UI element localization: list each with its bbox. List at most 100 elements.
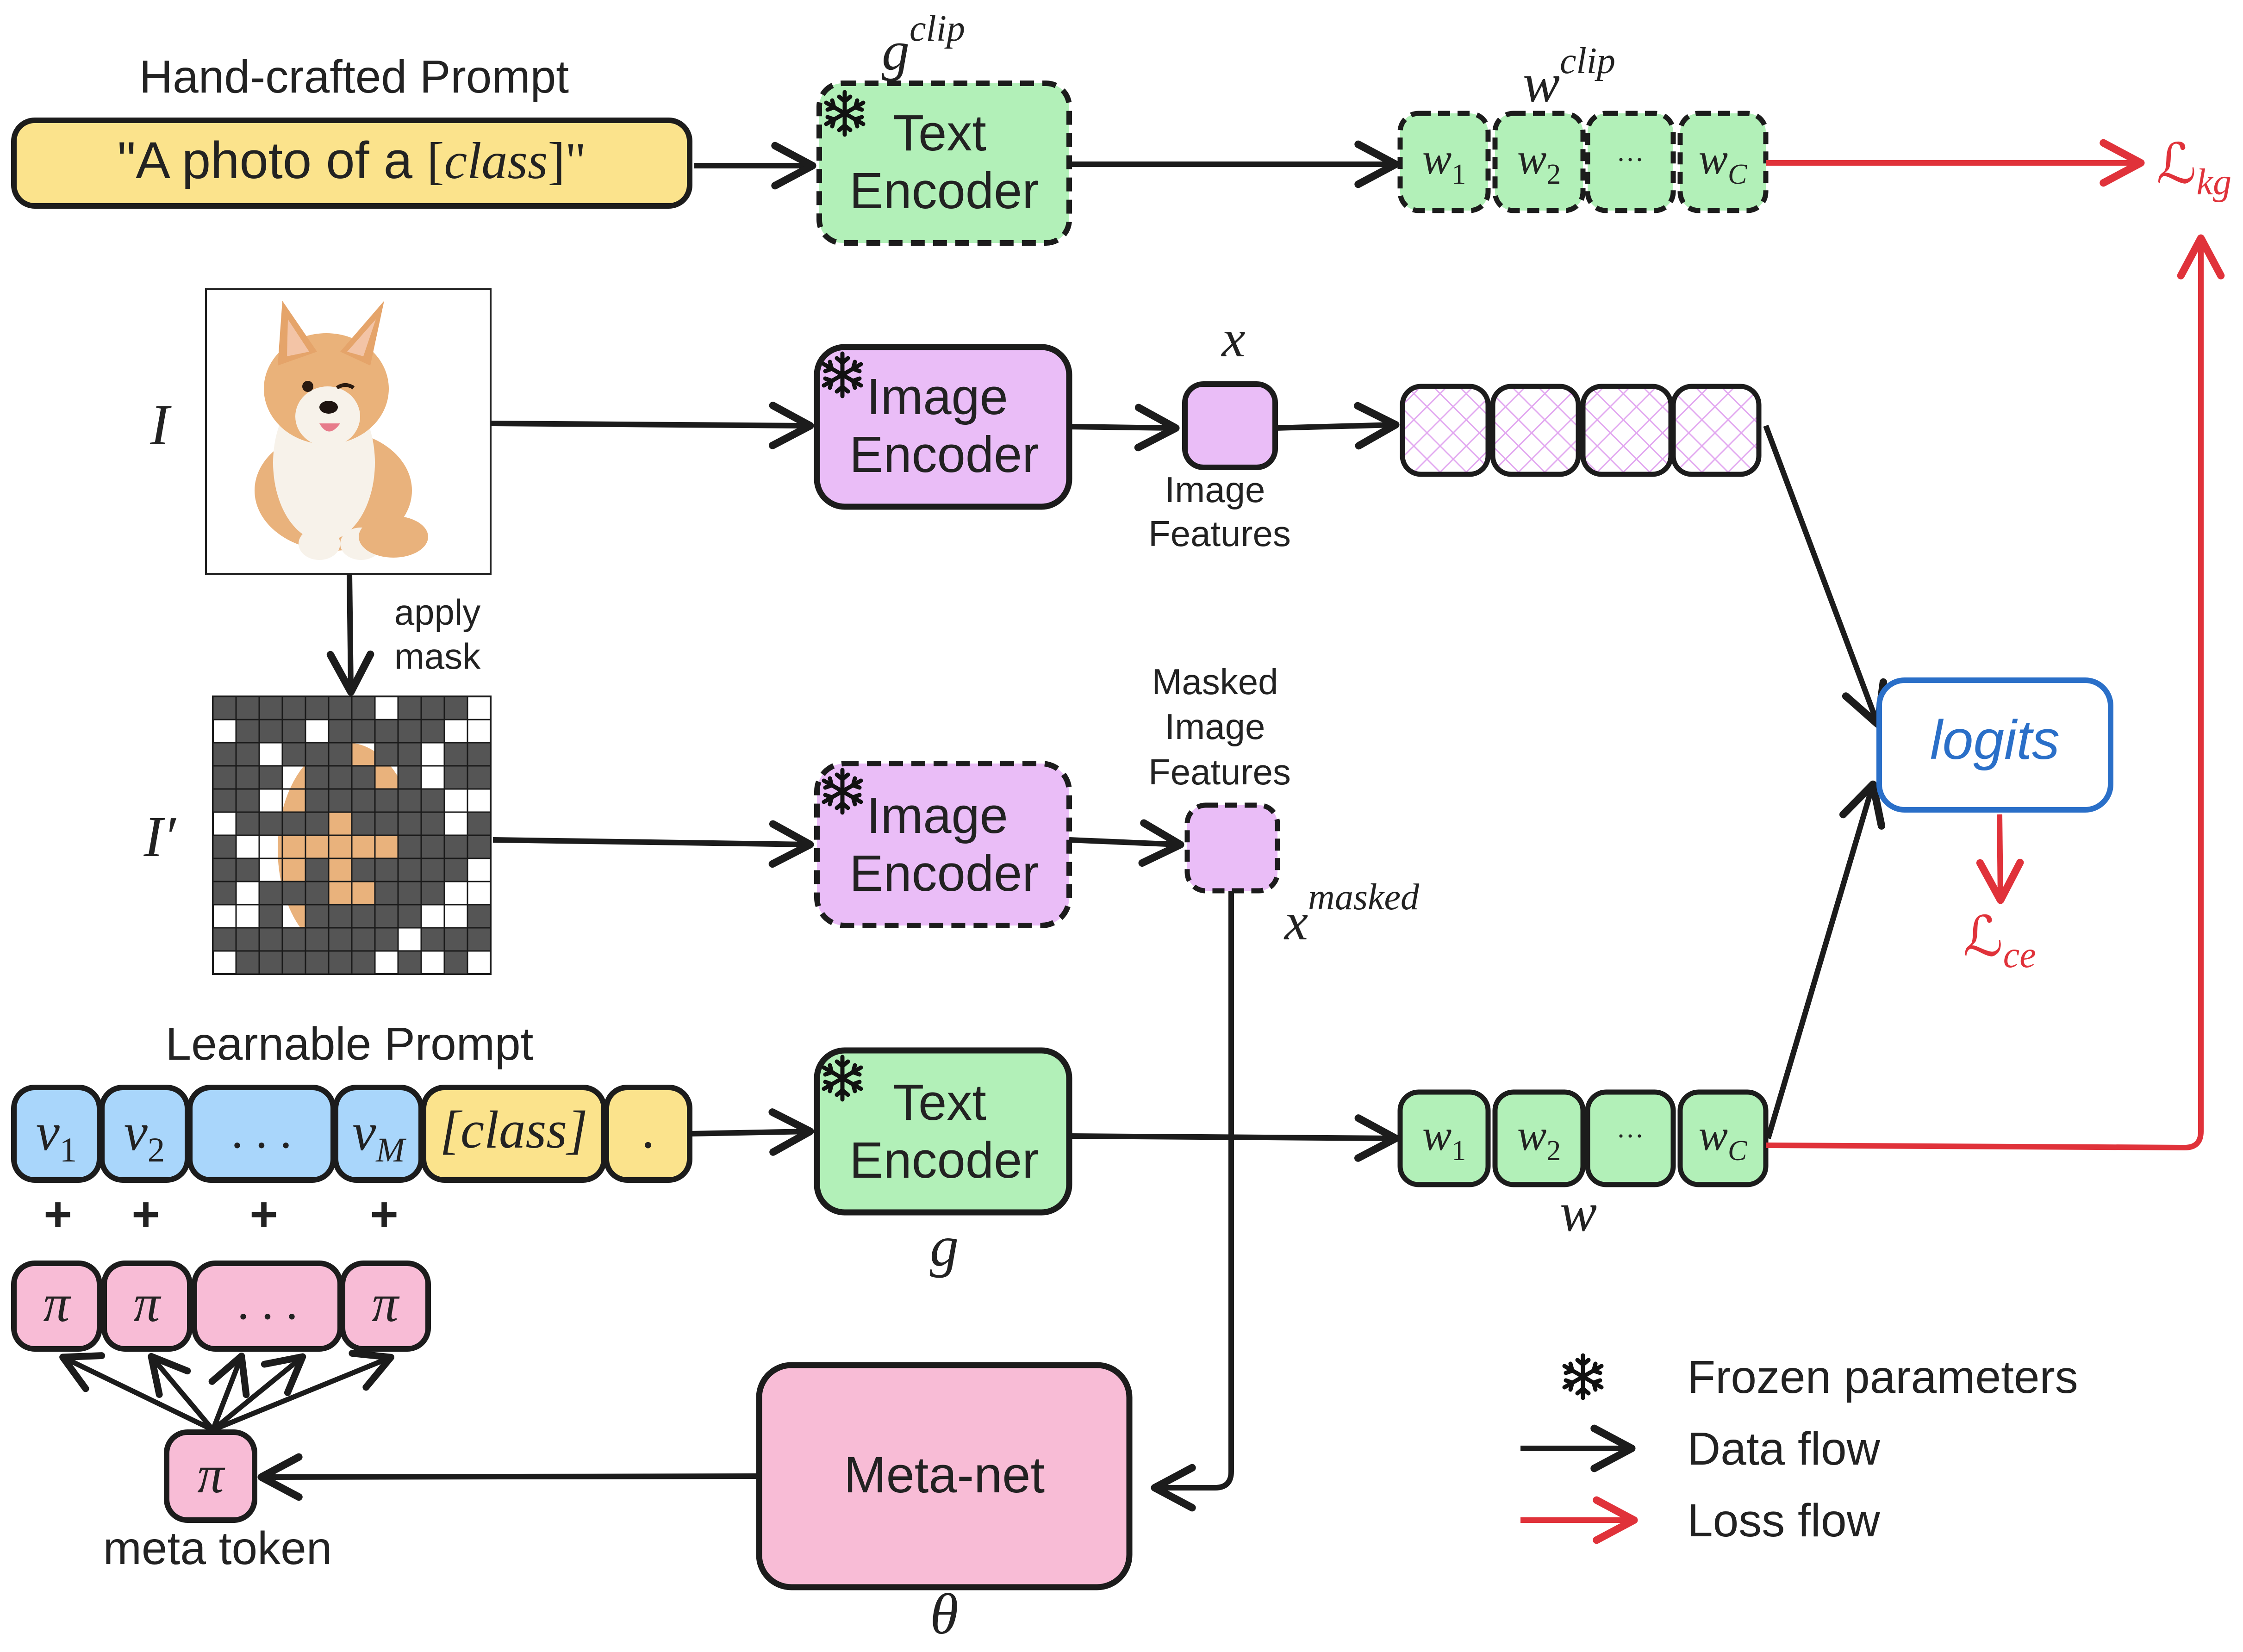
meta-token-box <box>164 1429 257 1523</box>
mask-cell <box>328 788 353 813</box>
masked-features-label-1: Masked <box>1152 661 1278 702</box>
mask-cell <box>443 696 468 720</box>
mask-cell <box>374 742 399 767</box>
image-encoder-line1: Image <box>866 368 1008 425</box>
arrow-image-encoder-to-x <box>1069 404 1180 452</box>
w-token <box>1677 1089 1769 1187</box>
handcrafted-prompt-title: Hand-crafted Prompt <box>139 51 569 103</box>
mask-cell <box>351 950 376 975</box>
mask-cell <box>281 742 306 767</box>
mask-cell <box>467 904 492 929</box>
mask-cell <box>305 927 330 952</box>
mask-cell <box>212 765 237 790</box>
mask-cell <box>328 927 353 952</box>
pi-token-label: π <box>372 1274 400 1333</box>
x-label: x <box>1221 309 1245 368</box>
pi-token <box>340 1261 431 1352</box>
plus-sign: + <box>44 1187 72 1242</box>
mask-cell <box>351 696 376 720</box>
mask-cell <box>305 904 330 929</box>
v-token-label: vM <box>352 1103 406 1169</box>
mask-cell <box>305 857 330 882</box>
image-encoder-line2: Encoder <box>849 426 1039 483</box>
mask-cell <box>397 904 422 929</box>
x-masked-label: xmasked <box>1283 877 1420 951</box>
mask-cell <box>374 857 399 882</box>
mask-cell <box>351 788 376 813</box>
w-token-label: ··· <box>1616 1121 1644 1151</box>
mask-cell <box>443 950 468 975</box>
mask-cell <box>305 881 330 906</box>
w-token <box>1492 1089 1586 1187</box>
mask-cell <box>351 765 376 790</box>
mask-cell <box>258 719 283 744</box>
arrow-image-to-image-encoder <box>490 402 814 449</box>
pi-token-label: . . . <box>237 1275 298 1329</box>
mask-cell <box>351 811 376 836</box>
mask-cell <box>305 765 330 790</box>
w-clip-token-label: w1 <box>1422 134 1466 190</box>
plus-sign: + <box>131 1187 160 1242</box>
v-token-label: v2 <box>124 1103 165 1169</box>
learnable-text-encoder-line1: Text <box>893 1074 986 1131</box>
learnable-prompt-row: v1 v2 . . . vM [class] . <box>11 1085 692 1183</box>
learnable-text-encoder-line2: Encoder <box>849 1132 1039 1189</box>
mask-cell <box>235 696 260 720</box>
mask-cell <box>420 857 445 882</box>
w-token-label: w1 <box>1422 1111 1466 1167</box>
mask-cell <box>235 719 260 744</box>
arrow-text-encoder-to-w <box>1069 1114 1400 1162</box>
image-feature-token <box>1580 384 1674 477</box>
mask-cell <box>443 927 468 952</box>
image-features-label-1: Image <box>1165 469 1265 510</box>
mask-cell <box>212 927 237 952</box>
image-feature-box <box>1182 381 1278 470</box>
plus-row: + + + + <box>44 1187 398 1242</box>
mask-cell <box>258 696 283 720</box>
arrow-masked-image-to-encoder <box>492 820 814 868</box>
mask-cell <box>235 742 260 767</box>
corgi-photo <box>205 288 492 575</box>
mask-cell <box>420 696 445 720</box>
image-feature-token-row <box>1400 384 1762 477</box>
w-clip-token-label: ··· <box>1616 144 1644 175</box>
mask-cell <box>420 788 445 813</box>
arrow-x-to-feature-tokens <box>1275 402 1400 450</box>
mask-cell <box>420 811 445 836</box>
mask-cell <box>420 881 445 906</box>
mask-cell <box>443 834 468 859</box>
meta-token-fanout-arrows <box>59 1350 395 1433</box>
mask-cell <box>235 950 260 975</box>
w-token <box>1585 1089 1676 1187</box>
masked-features-label-2: Image <box>1165 706 1265 747</box>
w-clip-token <box>1397 111 1491 213</box>
mask-cell <box>281 881 306 906</box>
pi-token-label: π <box>43 1274 71 1333</box>
mask-cell <box>397 857 422 882</box>
g-label: g <box>930 1215 959 1279</box>
v-token-label: v1 <box>36 1103 77 1169</box>
w-token-label: w2 <box>1517 1111 1561 1167</box>
mask-cell <box>397 950 422 975</box>
mask-cell <box>397 742 422 767</box>
arrow-learnable-prompt-to-text-encoder <box>689 1108 814 1156</box>
mask-cell <box>420 719 445 744</box>
pi-token <box>11 1261 102 1352</box>
mask-cell <box>258 811 283 836</box>
mask-cell <box>305 788 330 813</box>
masked-image-encoder-line1: Image <box>866 787 1008 844</box>
apply-mask-label-2: mask <box>394 636 481 677</box>
mask-cell <box>281 696 306 720</box>
mask-cell <box>397 696 422 720</box>
mask-cell <box>281 811 306 836</box>
loss-arrow-w-to-lkg <box>1765 234 2225 1151</box>
mask-cell <box>258 927 283 952</box>
mask-cell <box>235 788 260 813</box>
plus-sign: + <box>370 1187 398 1242</box>
mask-cell <box>281 927 306 952</box>
legend-data-flow-label: Data flow <box>1687 1423 1881 1475</box>
arrow-w-to-logits <box>1765 780 1886 1139</box>
mask-cell <box>328 742 353 767</box>
arrow-apply-mask <box>326 573 374 696</box>
mask-cell <box>351 927 376 952</box>
